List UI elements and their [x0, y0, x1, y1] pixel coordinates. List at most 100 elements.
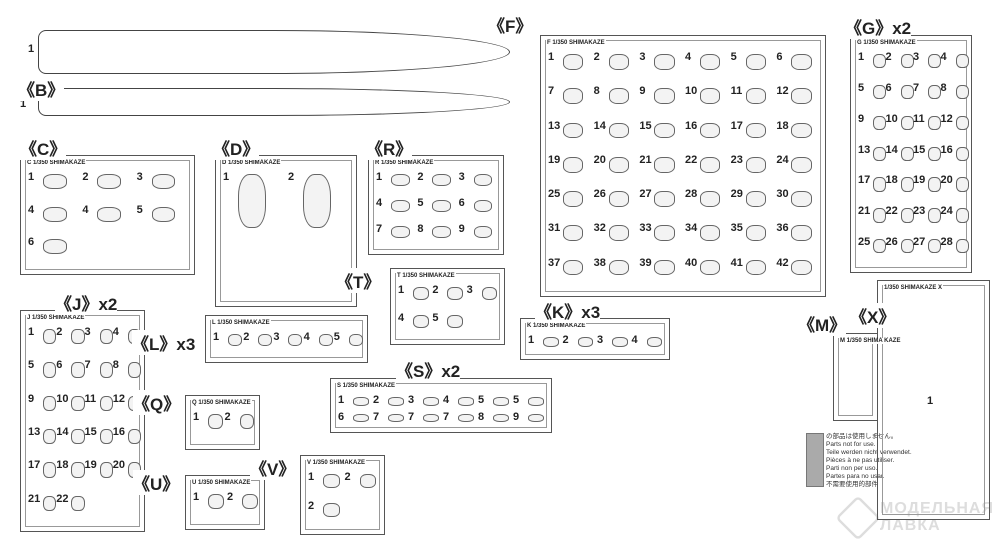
watermark-line: МОДЕЛЬНАЯ — [880, 500, 994, 517]
part-number-j-8: 8 — [112, 359, 119, 372]
part-f-7-shape — [563, 88, 584, 104]
part-f-14-shape — [608, 122, 629, 139]
part-f-18-shape — [791, 122, 812, 139]
part-t-4-shape — [413, 314, 429, 328]
part-t-5-shape — [447, 314, 464, 328]
sprue-j-title: 《J》x2 — [55, 290, 118, 315]
part-number-s-7: 7 — [443, 410, 450, 423]
part-f-3-shape — [654, 54, 675, 70]
hull-part-b — [38, 88, 510, 116]
part-number-j-22: 22 — [56, 492, 69, 505]
part-number-f-21: 21 — [639, 153, 652, 166]
part-number-g-5: 5 — [858, 81, 865, 94]
part-number-g-20: 20 — [940, 174, 953, 187]
part-number-g-2: 2 — [885, 51, 892, 63]
part-f-8-shape — [608, 88, 629, 104]
part-number-c-6: 6 — [28, 236, 35, 249]
part-f-30-shape — [791, 191, 812, 207]
part-f-38-shape — [608, 259, 629, 276]
part-j-7-shape — [99, 362, 113, 378]
part-number-j-14: 14 — [56, 426, 69, 438]
part-number-f-11: 11 — [730, 85, 743, 98]
part-f-4-shape — [700, 54, 721, 70]
part-number-f-3: 3 — [639, 51, 646, 63]
part-number-j-21: 21 — [28, 492, 41, 505]
part-j-15-shape — [99, 429, 113, 445]
part-number-g-27: 27 — [913, 236, 926, 249]
part-j-5-shape — [43, 362, 57, 378]
part-number-x-1: 1 — [927, 395, 934, 407]
part-f-10-shape — [700, 88, 721, 104]
part-l-4-shape — [318, 334, 333, 347]
sprue-v-tag: V 1/350 SHIMAKAZE — [306, 460, 367, 466]
part-j-8-shape — [127, 362, 142, 378]
sprue-r-tag: R 1/350 SHIMAKAZE — [374, 160, 435, 166]
part-number-f-29: 29 — [730, 188, 743, 201]
legend-line: の部品は使用しません。 — [826, 433, 898, 440]
part-g-17-shape — [873, 177, 886, 192]
part-g-10-shape — [900, 115, 914, 131]
part-number-f-30: 30 — [776, 188, 789, 201]
part-number-r-7: 7 — [376, 223, 383, 235]
part-number-g-26: 26 — [885, 236, 898, 249]
part-number-f-39: 39 — [639, 256, 652, 269]
part-f-15-shape — [654, 122, 675, 139]
part-c-3-shape — [151, 174, 176, 190]
part-number-r-2: 2 — [417, 171, 424, 183]
part-number-q-2: 2 — [224, 411, 231, 423]
part-j-16-shape — [127, 429, 142, 445]
watermark: МОДЕЛЬНАЯ ЛАВКА — [880, 500, 994, 534]
part-number-r-9: 9 — [458, 223, 465, 235]
legend-line: 不需要使用的部件 — [826, 481, 878, 488]
part-number-f-18: 18 — [776, 119, 789, 132]
part-number-f-6: 6 — [776, 51, 783, 63]
part-r-2-shape — [432, 174, 451, 187]
part-number-l-1: 1 — [213, 331, 220, 343]
part-number-f-17: 17 — [730, 119, 743, 132]
part-number-f-31: 31 — [548, 222, 561, 235]
part-v-1-shape — [323, 474, 340, 488]
part-f-24-shape — [791, 156, 812, 173]
part-number-f-16: 16 — [685, 119, 698, 132]
part-number-l-5: 5 — [333, 331, 340, 343]
part-t-1-shape — [413, 287, 429, 300]
part-j-18-shape — [71, 462, 85, 478]
part-number-d-2: 2 — [288, 171, 295, 183]
unused-parts-legend: の部品は使用しません。 Parts not for use. Teile wer… — [826, 433, 912, 489]
legend-line: Parti non per uso. — [826, 465, 878, 472]
part-number-j-1: 1 — [28, 326, 35, 338]
part-r-6-shape — [473, 200, 493, 213]
part-j-22-shape — [71, 495, 85, 511]
part-g-9-shape — [873, 115, 886, 131]
part-number-f-24: 24 — [776, 153, 789, 166]
part-g-3-shape — [928, 54, 941, 69]
sprue-s-title: 《S》x2 — [396, 357, 461, 382]
part-number-f-13: 13 — [548, 119, 561, 132]
sprue-k-tag: K 1/350 SHIMAKAZE — [526, 323, 587, 329]
part-f-11-shape — [745, 88, 766, 104]
part-f-23-shape — [745, 156, 766, 173]
part-number-g-21: 21 — [858, 205, 871, 218]
part-j-11-shape — [99, 395, 113, 411]
part-c-4-shape — [43, 206, 67, 222]
sprue-f-frame — [540, 35, 826, 297]
part-number-k-2: 2 — [562, 334, 569, 346]
part-u-2-shape — [242, 494, 258, 510]
sprue-r-title: 《R》 — [366, 135, 413, 160]
part-r-1-shape — [391, 174, 410, 187]
part-g-15-shape — [928, 146, 941, 161]
sprue-q-title: 《Q》 — [133, 390, 181, 415]
sprue-c-title: 《C》 — [20, 135, 67, 160]
sprue-t-frame — [390, 268, 505, 345]
part-number-j-3: 3 — [84, 326, 91, 338]
sprue-t-tag: T 1/350 SHIMAKAZE — [396, 273, 456, 279]
part-number-f-7: 7 — [548, 85, 555, 98]
part-g-12-shape — [955, 115, 969, 131]
part-number-g-11: 11 — [913, 112, 925, 125]
part-number-j-20: 20 — [112, 459, 125, 472]
sprue-f-title: 《F》 — [488, 12, 533, 37]
part-number-g-15: 15 — [913, 143, 926, 156]
part-number-f-37: 37 — [548, 256, 561, 269]
part-g-19-shape — [928, 177, 941, 192]
sprue-g-tag: G 1/350 SHIMAKAZE — [856, 40, 917, 46]
